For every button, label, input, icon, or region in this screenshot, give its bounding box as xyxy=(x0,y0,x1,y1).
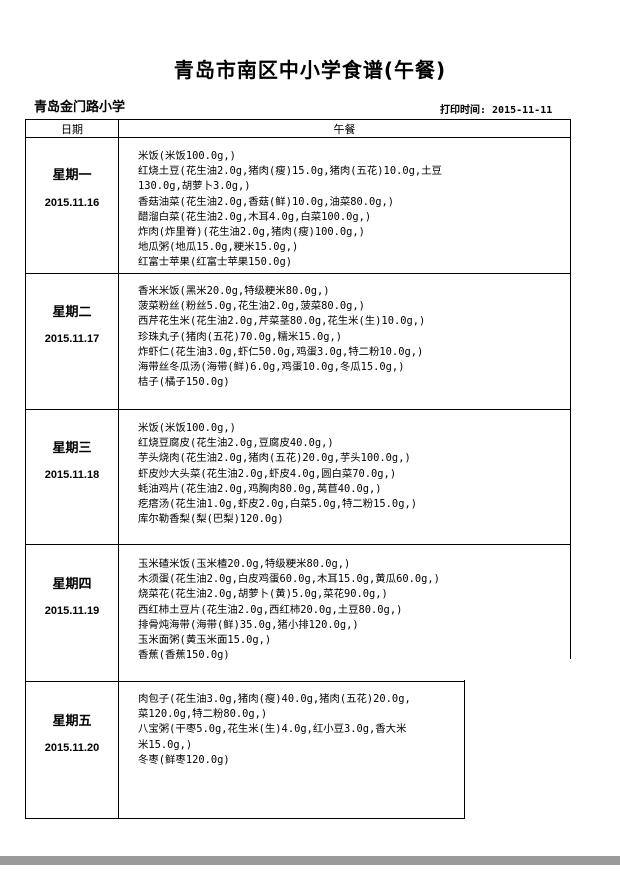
list-item: 菜120.0g,特二粉80.0g,) xyxy=(138,708,268,721)
list-item: 菠菜粉丝(粉丝5.0g,花生油2.0g,菠菜80.0g,) xyxy=(138,300,365,313)
school-name: 青岛金门路小学 xyxy=(34,100,126,115)
list-item: 香菇油菜(花生油2.0g,香菇(鲜)10.0g,油菜80.0g,) xyxy=(138,195,395,208)
date-label: 2015.11.17 xyxy=(44,333,100,345)
list-item: 芋头烧肉(花生油2.0g,猪肉(五花)20.0g,芋头100.0g,) xyxy=(138,452,411,465)
list-item: 玉米面粥(黄玉米面15.0g,) xyxy=(138,634,272,647)
header-lunch: 午餐 xyxy=(333,123,356,136)
table-border-top xyxy=(25,119,571,120)
menu-list: 肉包子(花生油3.0g,猪肉(瘦)40.0g,猪肉(五花)20.0g, 菜120… xyxy=(138,692,464,768)
date-label: 2015.11.18 xyxy=(44,469,100,481)
date-label: 2015.11.20 xyxy=(44,742,100,754)
list-item: 蚝油鸡片(花生油2.0g,鸡胸肉80.0g,莴苣40.0g,) xyxy=(138,482,382,495)
table-border-left xyxy=(25,119,26,819)
list-item: 西红柿土豆片(花生油2.0g,西红柿20.0g,土豆80.0g,) xyxy=(138,603,403,616)
list-item: 米15.0g,) xyxy=(138,738,193,751)
table-border-right xyxy=(570,119,571,659)
header-date: 日期 xyxy=(61,123,83,136)
table-column-divider xyxy=(118,119,119,819)
list-item: 肉包子(花生油3.0g,猪肉(瘦)40.0g,猪肉(五花)20.0g, xyxy=(138,693,411,705)
list-item: 地瓜粥(地瓜15.0g,粳米15.0g,) xyxy=(138,241,299,254)
list-item: 米饭(米饭100.0g,) xyxy=(138,150,236,162)
list-item: 海带丝冬瓜汤(海带(鲜)6.0g,鸡蛋10.0g,冬瓜15.0g,) xyxy=(138,361,405,374)
date-label: 2015.11.16 xyxy=(44,197,100,209)
list-item: 红烧土豆(花生油2.0g,猪肉(瘦)15.0g,猪肉(五花)10.0g,土豆 xyxy=(138,165,442,178)
list-item: 红富士苹果(红富士苹果150.0g) xyxy=(138,256,292,269)
page-title: 青岛市南区中小学食谱(午餐) xyxy=(173,58,447,82)
list-item: 炸肉(炸里脊)(花生油2.0g,猪肉(瘦)100.0g,) xyxy=(138,226,365,239)
list-item: 库尔勒香梨(梨(巴梨)120.0g) xyxy=(138,513,284,526)
list-item: 虾皮炒大头菜(花生油2.0g,虾皮4.0g,圆白菜70.0g,) xyxy=(138,467,397,480)
header-divider xyxy=(25,137,571,138)
row-divider xyxy=(25,681,465,682)
list-item: 桔子(橘子150.0g) xyxy=(138,376,230,389)
list-item: 烧菜花(花生油2.0g,胡萝卜(黄)5.0g,菜花90.0g,) xyxy=(138,588,388,601)
print-date: 打印时间: 2015-11-11 xyxy=(440,105,553,116)
list-item: 醋溜白菜(花生油2.0g,木耳4.0g,白菜100.0g,) xyxy=(138,210,372,223)
date-label: 2015.11.19 xyxy=(44,605,100,617)
row-divider xyxy=(25,409,571,410)
list-item: 香蕉(香蕉150.0g) xyxy=(138,649,230,662)
table-border-right-lower xyxy=(464,680,465,819)
list-item: 西芹花生米(花生油2.0g,芹菜茎80.0g,花生米(生)10.0g,) xyxy=(138,315,426,328)
weekday-label: 星期一 xyxy=(52,168,92,183)
list-item: 米饭(米饭100.0g,) xyxy=(138,422,236,434)
row-divider xyxy=(25,544,571,545)
row-divider xyxy=(25,273,571,274)
menu-list: 玉米碴米饭(玉米楂20.0g,特级粳米80.0g,) 木须蛋(花生油2.0g,白… xyxy=(138,557,538,663)
list-item: 香米米饭(黑米20.0g,特级粳米80.0g,) xyxy=(138,285,330,297)
menu-list: 香米米饭(黑米20.0g,特级粳米80.0g,) 菠菜粉丝(粉丝5.0g,花生油… xyxy=(138,284,538,390)
list-item: 珍珠丸子(猪肉(五花)70.0g,糯米15.0g,) xyxy=(138,330,342,343)
weekday-label: 星期二 xyxy=(52,305,92,320)
weekday-label: 星期五 xyxy=(52,714,92,729)
list-item: 疙瘩汤(花生油1.0g,虾皮2.0g,白菜5.0g,特二粉15.0g,) xyxy=(138,498,417,511)
list-item: 130.0g,胡萝卜3.0g,) xyxy=(138,180,251,193)
list-item: 八宝粥(干枣5.0g,花生米(生)4.0g,红小豆3.0g,香大米 xyxy=(138,723,407,736)
weekday-label: 星期四 xyxy=(52,577,92,592)
menu-list: 米饭(米饭100.0g,) 红烧豆腐皮(花生油2.0g,豆腐皮40.0g,) 芋… xyxy=(138,421,538,527)
list-item: 炸虾仁(花生油3.0g,虾仁50.0g,鸡蛋3.0g,特二粉10.0g,) xyxy=(138,345,424,358)
list-item: 木须蛋(花生油2.0g,白皮鸡蛋60.0g,木耳15.0g,黄瓜60.0g,) xyxy=(138,573,440,586)
list-item: 排骨炖海带(海带(鲜)35.0g,猪小排120.0g,) xyxy=(138,618,359,631)
bottom-gray-bar xyxy=(0,856,620,865)
list-item: 红烧豆腐皮(花生油2.0g,豆腐皮40.0g,) xyxy=(138,437,334,450)
menu-list: 米饭(米饭100.0g,) 红烧土豆(花生油2.0g,猪肉(瘦)15.0g,猪肉… xyxy=(138,149,538,271)
list-item: 玉米碴米饭(玉米楂20.0g,特级粳米80.0g,) xyxy=(138,558,351,570)
list-item: 冬枣(鲜枣120.0g) xyxy=(138,753,230,766)
table-border-bottom xyxy=(25,818,465,819)
weekday-label: 星期三 xyxy=(52,441,92,456)
